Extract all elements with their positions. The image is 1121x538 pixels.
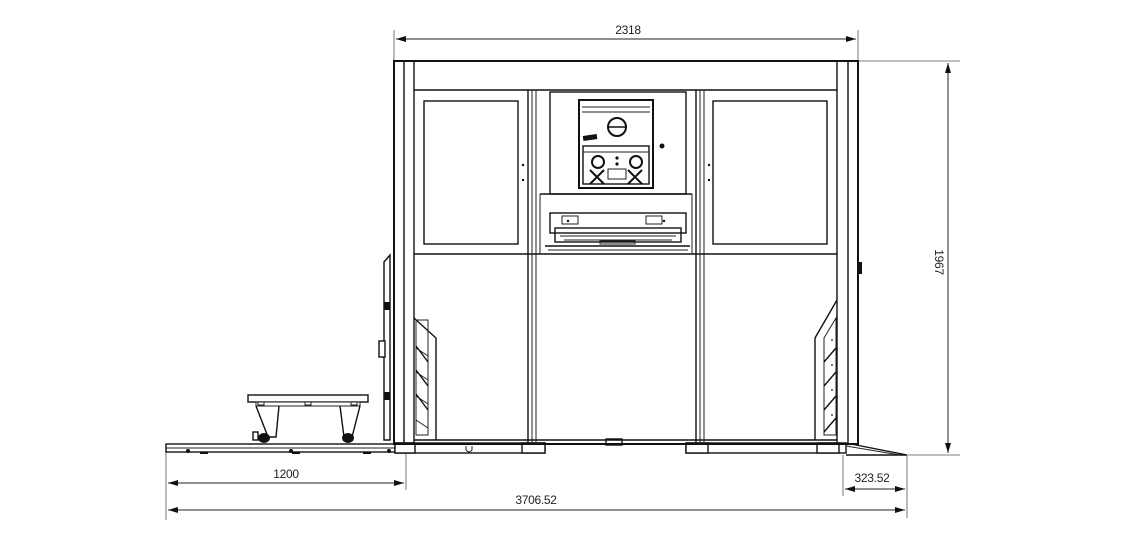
left-door-window [423, 100, 525, 245]
left-vent-panel [413, 317, 437, 440]
dim-label-side-table: 1200 [273, 467, 299, 481]
dimension-total-length: 3706.52 [168, 493, 905, 513]
dimension-top-width: 2318 [393, 23, 859, 60]
side-table [247, 394, 369, 443]
center-tray [539, 194, 693, 254]
dim-label-top-width: 2318 [615, 23, 641, 37]
right-vent-panel [814, 299, 838, 440]
left-side-door [378, 253, 391, 441]
main-cabinet [393, 60, 859, 445]
dimension-side-table: 1200 [165, 452, 407, 520]
dim-label-ramp: 323.52 [855, 471, 891, 485]
dimension-ramp: 323.52 [842, 455, 908, 518]
dimension-right-height: 1967 [858, 60, 960, 456]
right-door-window [707, 100, 828, 245]
dim-label-total-length: 3706.52 [515, 493, 557, 507]
control-panel [540, 91, 692, 195]
right-side-latch [857, 262, 862, 274]
dim-label-right-height: 1967 [932, 249, 946, 275]
right-ramp [845, 442, 908, 456]
